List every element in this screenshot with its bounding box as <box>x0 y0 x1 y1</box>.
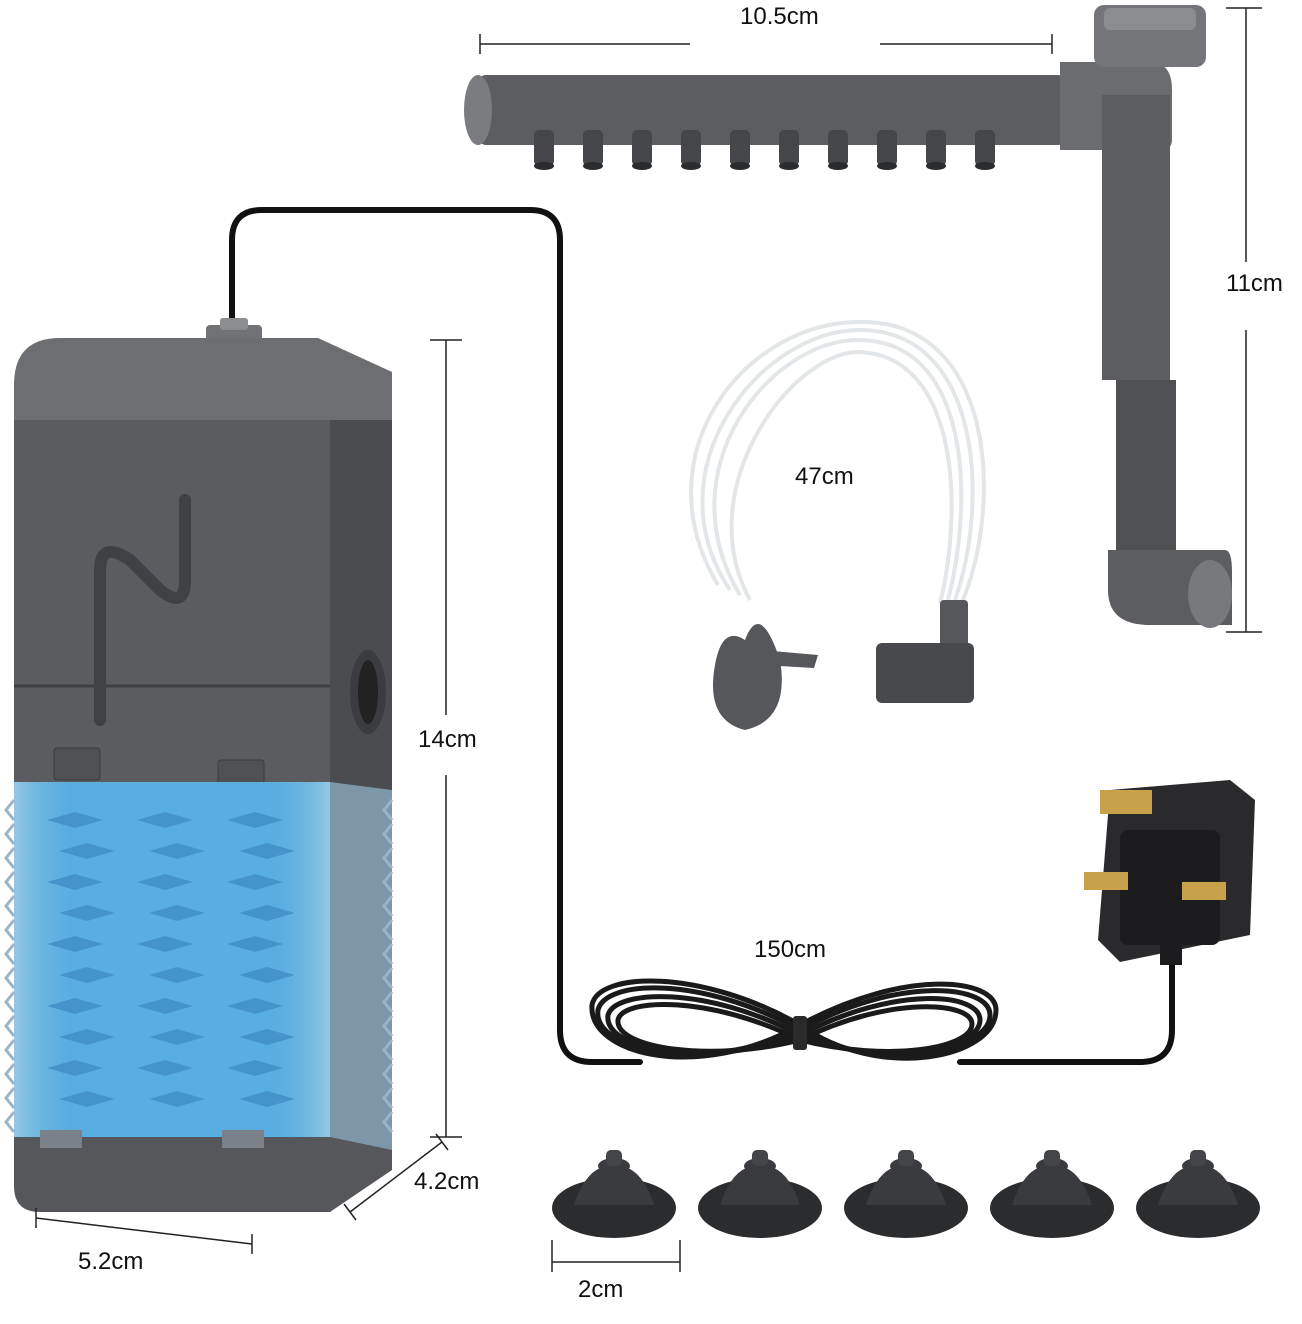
cage-rib <box>4 991 16 1013</box>
sponge-pattern <box>149 1091 205 1107</box>
cage-rib <box>4 847 16 869</box>
sponge-pattern <box>239 1029 295 1045</box>
sponge-pattern <box>227 812 283 828</box>
cage-rib <box>4 823 16 845</box>
cage-rib <box>382 1087 394 1109</box>
sponge-pattern <box>239 1091 295 1107</box>
cage-rib <box>382 1111 394 1133</box>
sponge-pattern <box>137 812 193 828</box>
cage-rib <box>382 847 394 869</box>
suction-cup <box>990 1150 1114 1238</box>
sponge-pattern <box>47 1060 103 1076</box>
spray-nozzle <box>828 130 848 170</box>
cage-rib <box>382 919 394 941</box>
sponge-pattern <box>149 843 205 859</box>
cage-rib <box>382 943 394 965</box>
sponge-pattern <box>59 905 115 921</box>
sponge-pattern <box>47 874 103 890</box>
sponge-pattern <box>227 874 283 890</box>
cage-rib <box>4 919 16 941</box>
dimension-lines <box>35 7 1262 1272</box>
sponge-pattern <box>47 812 103 828</box>
sponge-pattern <box>149 967 205 983</box>
cage-rib <box>382 799 394 821</box>
sponge-pattern <box>47 998 103 1014</box>
cage-rib <box>4 1015 16 1037</box>
cage-rib <box>382 967 394 989</box>
spray-nozzle <box>779 130 799 170</box>
sponge-pattern <box>59 1091 115 1107</box>
cage-rib <box>382 1063 394 1085</box>
uk-plug <box>1084 780 1255 965</box>
cage-rib <box>382 991 394 1013</box>
spray-nozzle <box>534 130 554 170</box>
brand-logo <box>94 494 191 726</box>
cage-rib <box>4 1039 16 1061</box>
suction-cup <box>1136 1150 1260 1238</box>
spray-nozzle <box>926 130 946 170</box>
sponge-pattern <box>149 1029 205 1045</box>
cage-rib <box>4 943 16 965</box>
cage-rib <box>4 1087 16 1109</box>
suction-cups <box>552 1150 1260 1238</box>
air-tube <box>689 319 986 605</box>
pump-width-label: 5.2cm <box>78 1248 144 1275</box>
suction-cup <box>552 1150 676 1238</box>
outlet-height-label: 11cm <box>1226 270 1283 297</box>
cable-length-label: 150cm <box>754 936 827 963</box>
sponge-pattern <box>227 998 283 1014</box>
air-tube-length-label: 47cm <box>795 463 854 490</box>
cage-rib <box>382 823 394 845</box>
sponge-pattern <box>59 1029 115 1045</box>
air-stone <box>713 624 818 730</box>
sponge-pattern <box>239 967 295 983</box>
spray-nozzle <box>730 130 750 170</box>
cage-rib <box>382 871 394 893</box>
spray-nozzle <box>877 130 897 170</box>
cage-rib <box>382 1039 394 1061</box>
plug-pin <box>1084 872 1128 890</box>
filter-pump <box>4 318 394 1212</box>
spray-bar-length-label: 10.5cm <box>740 3 819 30</box>
suction-cup <box>844 1150 968 1238</box>
cage-rib <box>4 799 16 821</box>
sponge-pattern <box>227 1060 283 1076</box>
sponge-pattern <box>59 967 115 983</box>
cage-rib <box>4 967 16 989</box>
plug-pin <box>1182 882 1226 900</box>
spray-nozzle <box>583 130 603 170</box>
power-cable <box>229 207 1175 1065</box>
cage-rib <box>4 871 16 893</box>
suction-cup-diameter-label: 2cm <box>578 1276 624 1303</box>
plug-pin <box>1100 790 1152 814</box>
spray-nozzle <box>632 130 652 170</box>
sponge-pattern <box>137 1060 193 1076</box>
cage-rib <box>382 1015 394 1037</box>
sponge-pattern <box>47 936 103 952</box>
sponge-pattern <box>137 936 193 952</box>
spray-bar <box>464 75 1066 170</box>
pump-height-label: 14cm <box>418 726 477 753</box>
cage-rib <box>4 1063 16 1085</box>
cable-tie <box>793 1016 807 1050</box>
spray-nozzle <box>681 130 701 170</box>
pump-depth-label: 4.2cm <box>414 1168 480 1195</box>
outlet-pipe <box>1060 5 1232 628</box>
sponge-pattern <box>239 905 295 921</box>
sponge-pattern <box>137 874 193 890</box>
sponge-pattern <box>239 843 295 859</box>
sponge-pattern <box>149 905 205 921</box>
spray-nozzle <box>975 130 995 170</box>
cage-rib <box>4 895 16 917</box>
sponge-pattern <box>137 998 193 1014</box>
air-valve <box>876 600 974 703</box>
cage-rib <box>382 895 394 917</box>
suction-cup <box>698 1150 822 1238</box>
sponge-pattern <box>227 936 283 952</box>
sponge-pattern <box>59 843 115 859</box>
cage-rib <box>4 1111 16 1133</box>
